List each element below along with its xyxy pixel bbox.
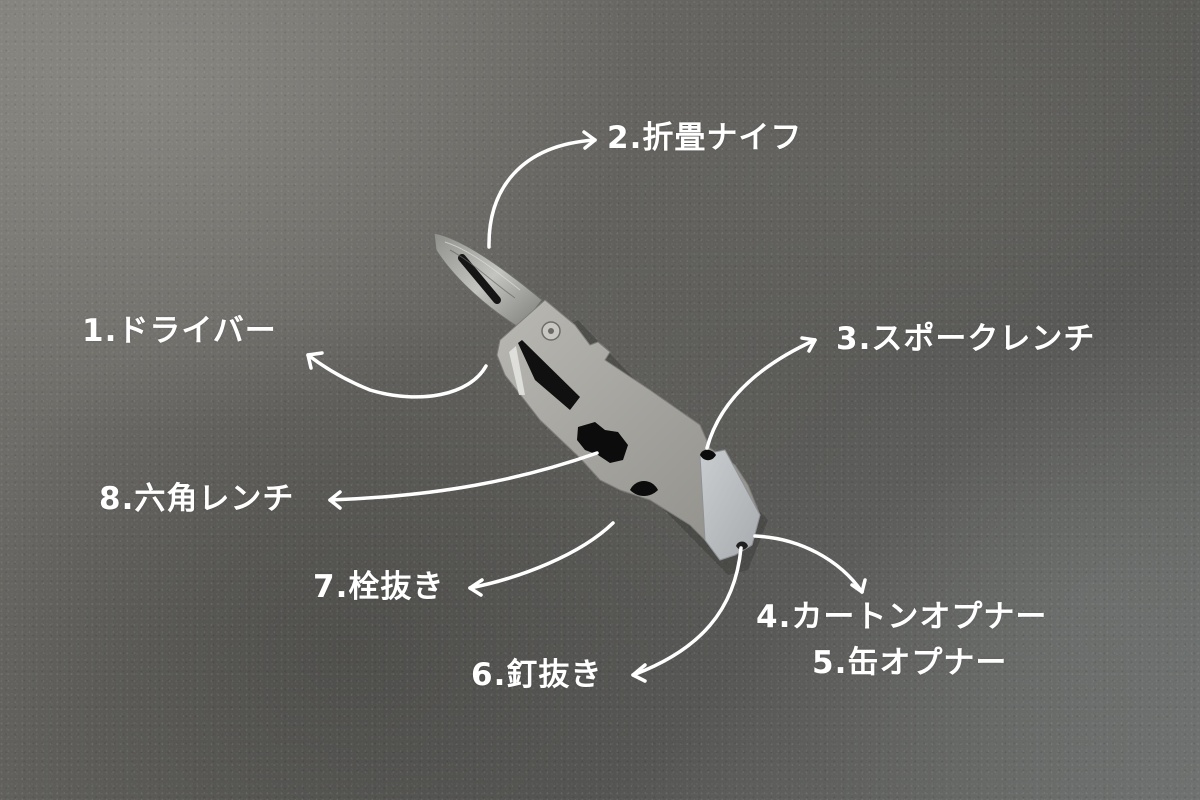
label-can-opener: 5.缶オプナー [812,645,1008,681]
bottle-opener-notch [630,481,658,496]
label-hex-wrench: 8.六角レンチ [99,481,295,517]
label-bottle-opener: 7.栓抜き [313,569,445,605]
arrow-6-nail-puller [631,546,743,683]
screwdriver-slot [518,340,580,410]
carton-opener-notch [736,541,748,550]
arrow-3-spoke-wrench [705,336,817,450]
label-screwdriver: 1.ドライバー [82,313,277,349]
label-spoke-wrench: 3.スポークレンチ [836,321,1096,357]
spoke-wrench-notch [700,449,716,461]
arrow-8-hex-wrench [328,451,599,510]
arrow-2-knife [487,130,597,249]
label-carton-opener: 4.カートンオプナー [756,599,1048,635]
arrow-7-bottle-opener [468,521,615,597]
label-nail-puller: 6.釘抜き [471,657,603,693]
tool-body [496,299,761,561]
label-folding-knife: 2.折畳ナイフ [607,120,803,156]
arrow-1-screwdriver [306,351,488,399]
hex-wrench-hole [577,422,628,463]
arrow-4-5-openers [753,534,867,594]
